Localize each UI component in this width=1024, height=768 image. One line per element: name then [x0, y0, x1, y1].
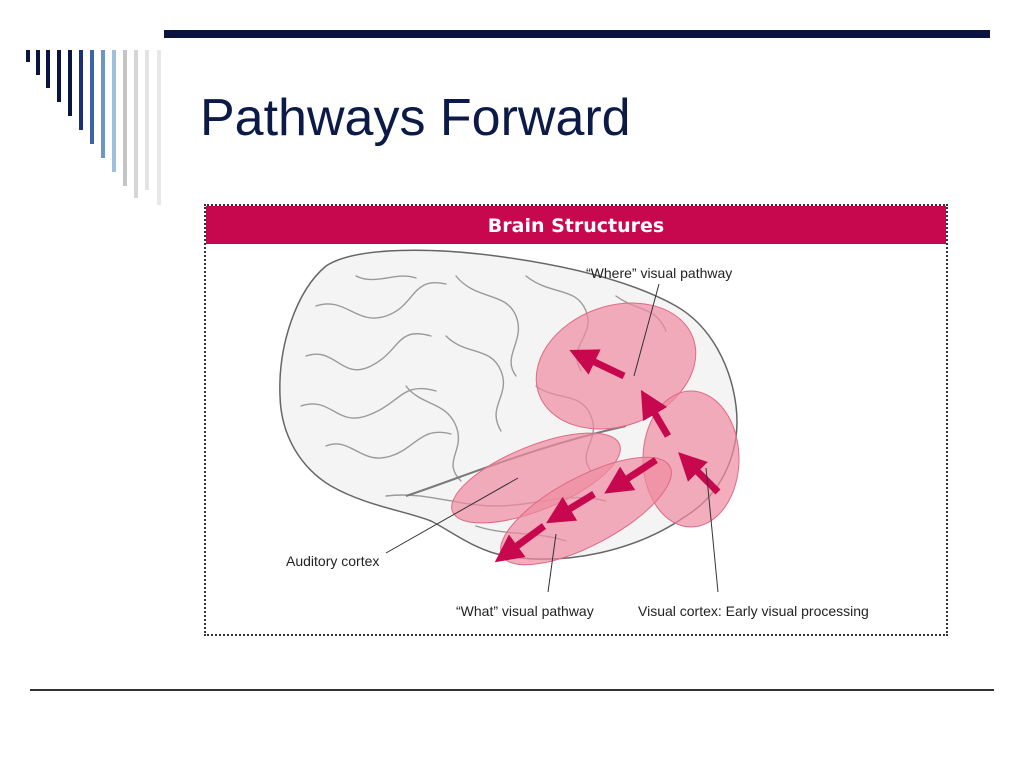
- leader-lines: [385, 283, 719, 593]
- arrow-what-1: [604, 457, 658, 494]
- slide-title: Pathways Forward: [200, 89, 631, 147]
- arrow-visual: [678, 452, 721, 495]
- decorative-stripes: [26, 50, 176, 210]
- visual-cortex-label: Visual cortex: Early visual processing: [638, 603, 869, 619]
- pathway-arrows: [494, 349, 721, 563]
- arrow-what-2: [546, 491, 596, 524]
- leader-visual: [705, 467, 719, 593]
- auditory-cortex-label: Auditory cortex: [286, 553, 379, 569]
- figure-header: Brain Structures: [206, 206, 946, 244]
- arrow-what-3: [494, 523, 547, 563]
- leader-where: [633, 283, 660, 377]
- leader-auditory: [385, 477, 519, 554]
- top-rule: [164, 30, 990, 38]
- arrow-where-2: [640, 389, 672, 438]
- arrow-where-1: [569, 349, 626, 380]
- bottom-rule: [30, 689, 994, 691]
- what-pathway-label: “What” visual pathway: [456, 603, 594, 619]
- where-pathway-label: “Where” visual pathway: [586, 265, 732, 281]
- brain-figure: “Where” visual pathway Auditory cortex “…: [204, 204, 948, 636]
- leader-what: [547, 533, 557, 593]
- brain-diagram: “Where” visual pathway Auditory cortex “…: [279, 249, 869, 619]
